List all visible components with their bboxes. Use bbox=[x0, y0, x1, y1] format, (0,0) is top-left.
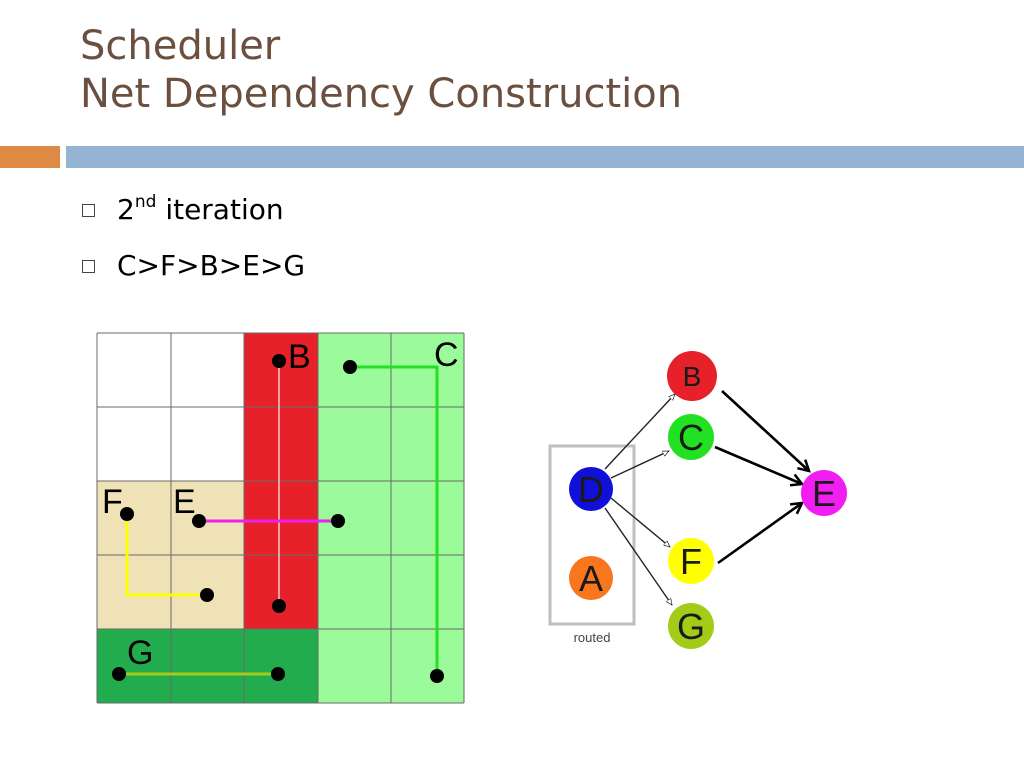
pin-c-sink bbox=[430, 669, 444, 683]
routing-grid: B C F E G bbox=[96, 332, 465, 704]
slide-title: Scheduler Net Dependency Construction bbox=[80, 22, 682, 118]
node-f bbox=[668, 538, 714, 584]
bullet-item: 2nd iteration bbox=[82, 190, 305, 246]
edge-d-f bbox=[610, 497, 670, 547]
bullet-text-rest: iteration bbox=[165, 193, 284, 226]
edge-d-c bbox=[610, 450, 669, 479]
node-g bbox=[668, 603, 714, 649]
grid-label-c: C bbox=[434, 336, 459, 374]
routed-label: routed bbox=[574, 630, 611, 645]
grid-label-f: F bbox=[102, 483, 123, 521]
square-bullet-icon bbox=[82, 260, 95, 273]
pin-g-sink bbox=[271, 667, 285, 681]
edge-c-e bbox=[714, 445, 802, 484]
square-bullet-icon bbox=[82, 204, 95, 217]
net-f-wire bbox=[125, 514, 207, 597]
node-g-label: G bbox=[677, 606, 705, 647]
node-e bbox=[801, 470, 847, 516]
pin-e-sink bbox=[331, 514, 345, 528]
node-d-label: D bbox=[578, 469, 604, 510]
pin-b-sink bbox=[272, 599, 286, 613]
net-c-wire bbox=[350, 365, 439, 676]
node-d bbox=[569, 467, 613, 511]
dependency-graph: routed B C D A E F bbox=[548, 351, 847, 649]
edge-f-e bbox=[717, 503, 802, 565]
grid-label-e: E bbox=[173, 483, 196, 521]
accent-bar-orange bbox=[0, 146, 60, 168]
net-g-region bbox=[97, 629, 318, 703]
node-c-label: C bbox=[678, 417, 704, 458]
routed-group-box bbox=[548, 444, 636, 626]
bullet-item: C>F>B>E>G bbox=[82, 246, 305, 302]
bullet-text-number: 2 bbox=[117, 193, 135, 226]
pin-c-source bbox=[343, 360, 357, 374]
node-e-label: E bbox=[812, 473, 836, 514]
node-b-label: B bbox=[683, 361, 702, 392]
edge-d-b bbox=[604, 394, 675, 470]
title-line-2: Net Dependency Construction bbox=[80, 71, 683, 117]
node-a-label: A bbox=[579, 558, 603, 599]
node-b bbox=[667, 351, 717, 401]
pins bbox=[112, 354, 444, 683]
pin-e-source bbox=[192, 514, 206, 528]
pin-b-source bbox=[272, 354, 286, 368]
bullet-text-order: C>F>B>E>G bbox=[117, 249, 306, 282]
pin-g-source bbox=[112, 667, 126, 681]
grid-label-b: B bbox=[288, 338, 311, 376]
bullet-list: 2nd iteration C>F>B>E>G bbox=[82, 190, 305, 302]
edge-b-e bbox=[721, 390, 809, 471]
pin-f-sink bbox=[200, 588, 214, 602]
accent-bar-blue bbox=[66, 146, 1024, 168]
grid-label-g: G bbox=[127, 634, 153, 672]
title-line-1: Scheduler bbox=[80, 23, 281, 69]
node-c bbox=[668, 414, 714, 460]
node-f-label: F bbox=[680, 541, 702, 582]
bullet-text-superscript: nd bbox=[134, 192, 157, 212]
node-a bbox=[569, 556, 613, 600]
edge-d-g bbox=[604, 507, 673, 605]
grid-lines bbox=[96, 332, 465, 704]
pin-f-source bbox=[120, 507, 134, 521]
